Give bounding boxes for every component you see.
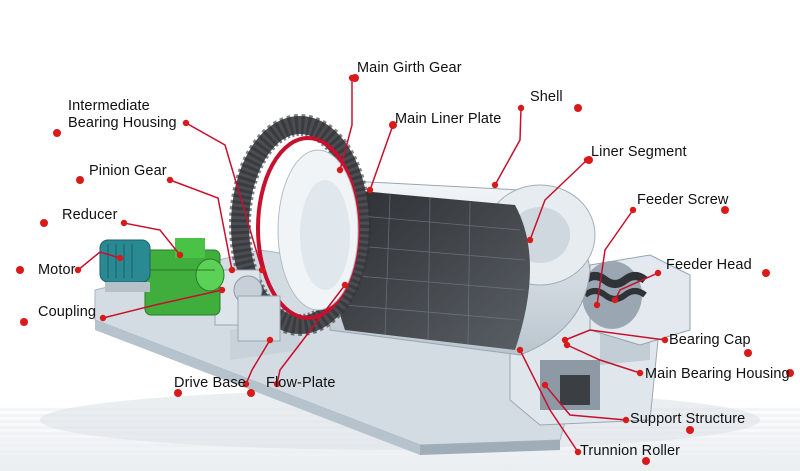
label-trunnion-roller: Trunnion Roller	[580, 443, 681, 459]
label-dots	[74, 74, 669, 456]
label-coupling: Coupling	[38, 304, 97, 320]
label-liner-segment: Liner Segment	[591, 144, 687, 160]
label-intermediate-bearing-housing: Intermediate Bearing Housing	[68, 98, 177, 131]
label-support-structure: Support Structure	[630, 411, 746, 427]
label-bearing-cap: Bearing Cap	[669, 332, 751, 348]
interior-liner	[333, 190, 530, 350]
label-shell: Shell	[530, 89, 563, 105]
label-side-dots	[16, 74, 794, 465]
label-reducer: Reducer	[62, 207, 118, 223]
reducer-gearbox	[144, 238, 225, 316]
leader-lines	[77, 78, 666, 453]
label-feeder-head: Feeder Head	[666, 257, 752, 273]
label-motor: Motor	[38, 262, 76, 278]
girth-gear	[229, 114, 371, 336]
label-main-liner-plate: Main Liner Plate	[395, 111, 502, 127]
label-pinion-gear: Pinion Gear	[89, 163, 167, 179]
motor-unit	[99, 239, 151, 292]
label-main-girth-gear: Main Girth Gear	[357, 60, 462, 76]
label-drive-base: Drive Base	[174, 375, 246, 391]
label-flow-plate: Flow-Plate	[266, 375, 336, 391]
label-main-bearing-housing: Main Bearing Housing	[645, 366, 790, 382]
label-feeder-screw: Feeder Screw	[637, 192, 729, 208]
